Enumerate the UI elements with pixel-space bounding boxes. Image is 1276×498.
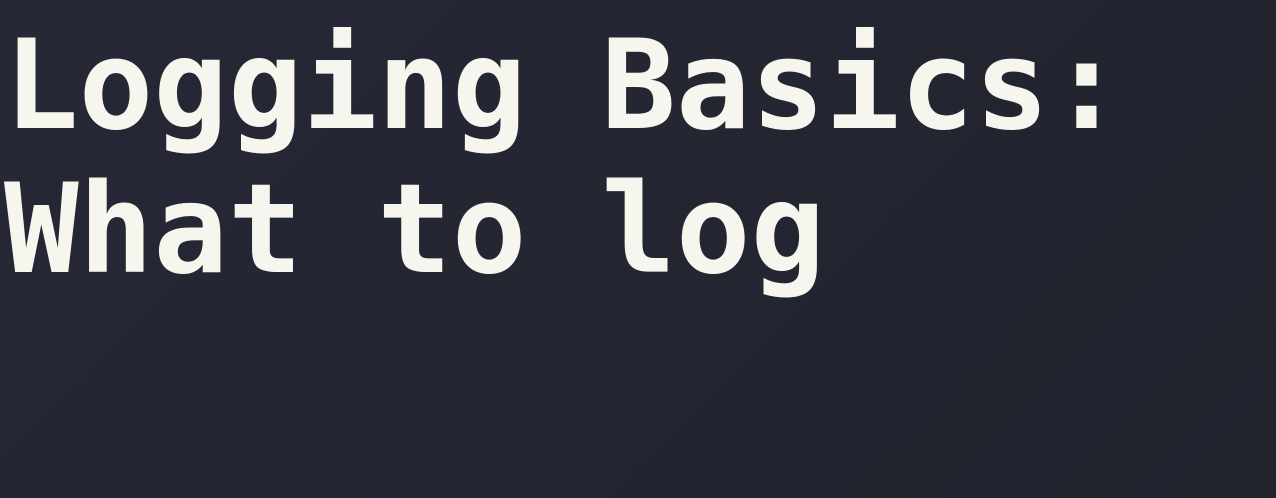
slide-title: Logging Basics: What to log — [4, 14, 1124, 302]
slide-title-line-2: What to log — [4, 158, 826, 302]
slide-title-line-1: Logging Basics: — [4, 14, 1124, 158]
